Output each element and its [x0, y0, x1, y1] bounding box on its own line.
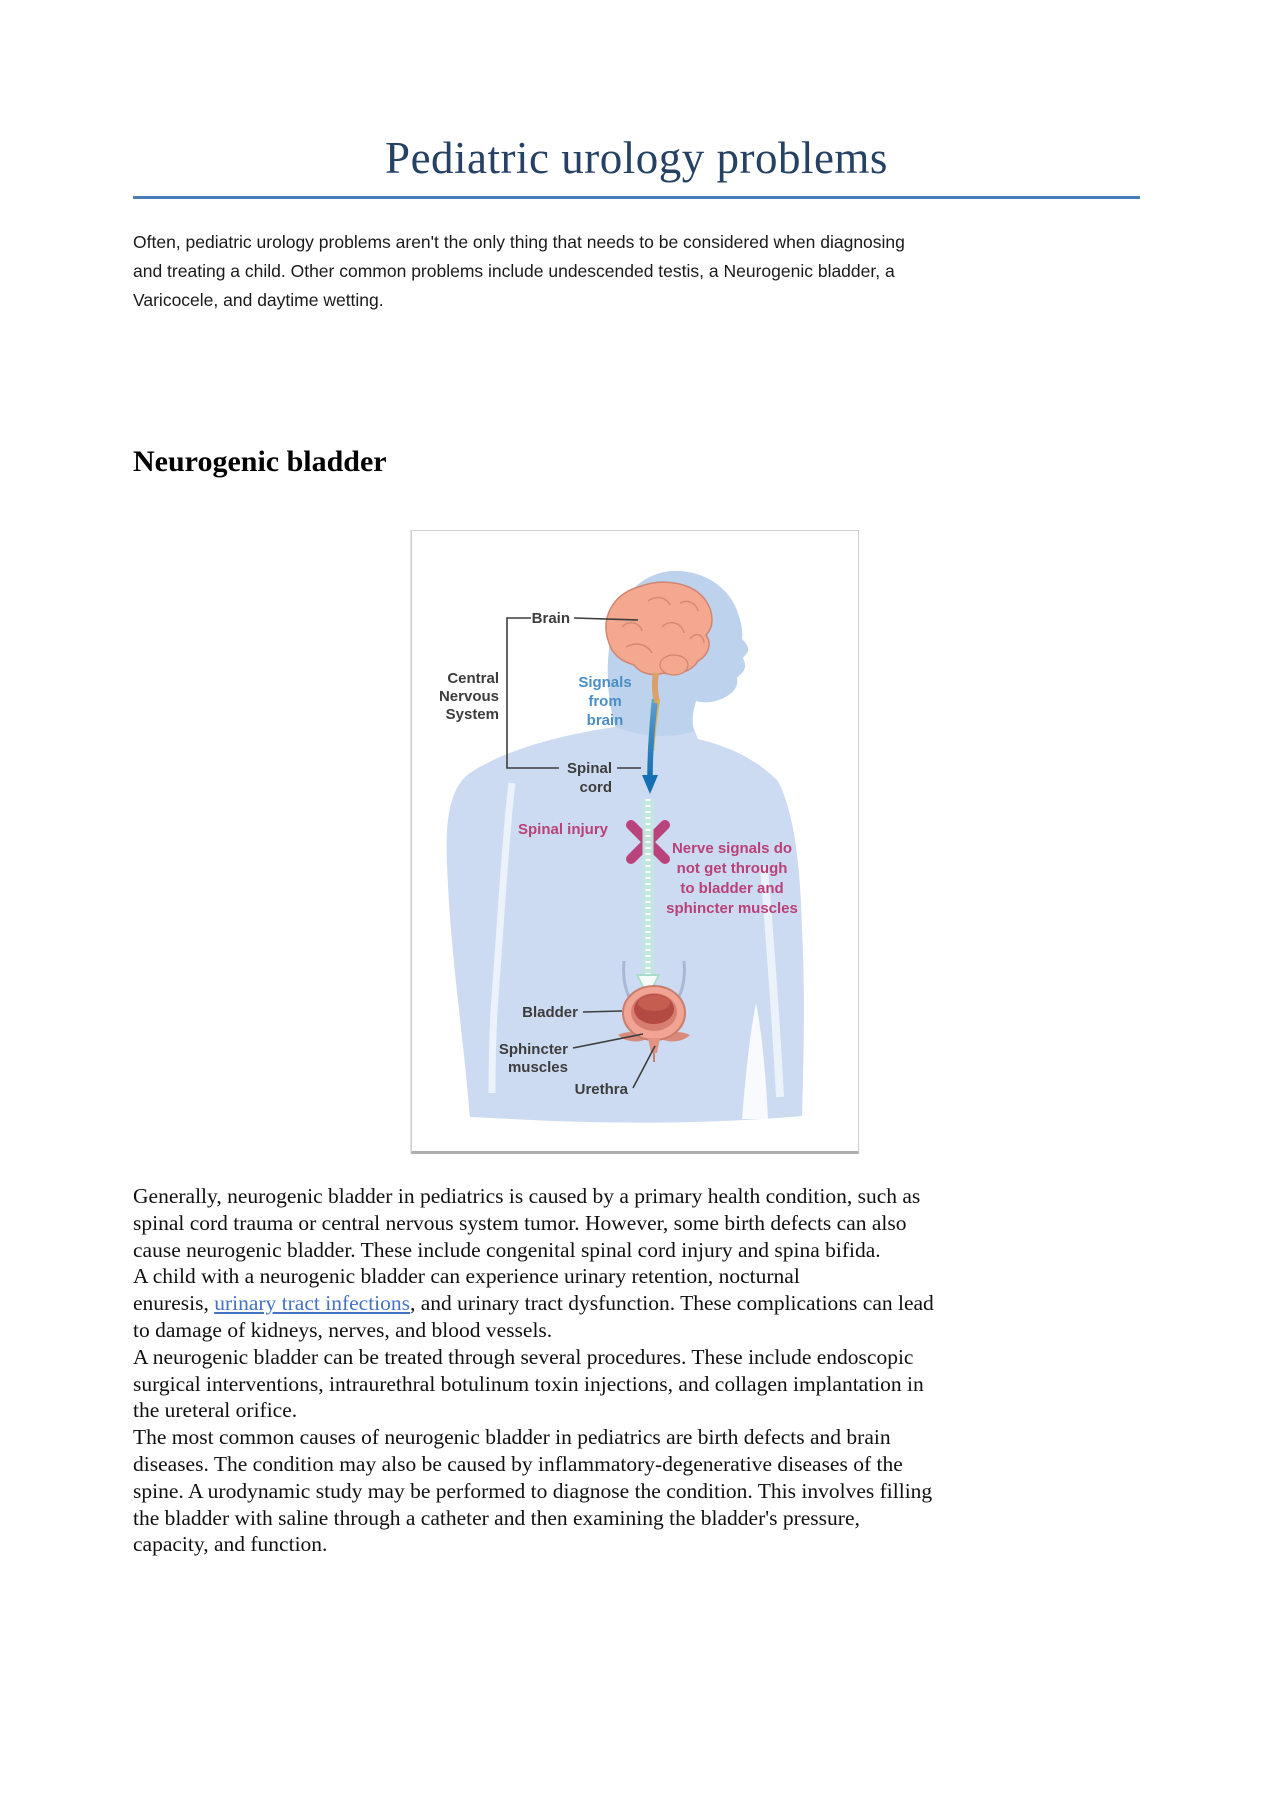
- figure-label-sphincter-2: muscles: [508, 1059, 568, 1076]
- body-text: Generally, neurogenic bladder in pediatr…: [133, 1183, 1173, 1558]
- left-arm-seam: [488, 782, 516, 1094]
- figure-label-cns-2: Nervous: [439, 688, 499, 705]
- figure-label-nerve-3: to bladder and: [680, 880, 783, 897]
- figure-label-signals-2: from: [588, 693, 621, 710]
- cns-bracket: [506, 617, 656, 1089]
- signal-arrow: [642, 702, 658, 794]
- figure-label-cns-1: Central: [447, 670, 499, 687]
- paragraph-4: The most common causes of neurogenic bla…: [133, 1425, 933, 1557]
- figure-label-spinal-cord-1: Spinal: [567, 760, 612, 777]
- body-silhouette: [446, 677, 804, 1123]
- figure-label-nerve-4: sphincter muscles: [666, 900, 798, 917]
- figure-label-nerve-1: Nerve signals do: [672, 840, 792, 857]
- figure-label-signals-1: Signals: [578, 674, 631, 691]
- paragraph-2-after: , and urinary tract dysfunction. These c…: [133, 1291, 934, 1342]
- paragraph-3: A neurogenic bladder can be treated thro…: [133, 1344, 924, 1423]
- figure-label-spinal-cord-2: cord: [579, 779, 612, 796]
- uti-link[interactable]: urinary tract infections: [214, 1291, 411, 1316]
- figure-label-bladder: Bladder: [522, 1004, 578, 1021]
- paragraph-1: Generally, neurogenic bladder in pediatr…: [133, 1184, 921, 1262]
- figure-label-urethra: Urethra: [575, 1081, 629, 1098]
- figure-label-spinal-injury: Spinal injury: [518, 821, 609, 838]
- right-arm-seam: [760, 866, 784, 1098]
- bladder-illustration: [618, 960, 690, 1062]
- leg-gap: [742, 1003, 768, 1119]
- figure-label-sphincter-1: Sphincter: [499, 1041, 568, 1058]
- figure-label-cns-3: System: [446, 706, 499, 723]
- page-title: Pediatric urology problems: [385, 133, 888, 183]
- figure-label-signals-3: brain: [587, 712, 624, 729]
- paragraph-2: A child with a neurogenic bladder can ex…: [133, 1263, 1173, 1343]
- brain-illustration: [605, 581, 713, 704]
- section-heading: Neurogenic bladder: [133, 445, 387, 478]
- figure-label-brain: Brain: [532, 610, 570, 627]
- paragraph-2-before: A child with a neurogenic bladder can ex…: [133, 1264, 800, 1316]
- figure-neurogenic-bladder[interactable]: Brain Central Nervous System Signals fro…: [411, 530, 859, 1154]
- title-block: Pediatric urology problems: [133, 130, 1140, 199]
- intro-paragraph: Often, pediatric urology problems aren't…: [133, 232, 905, 310]
- neurogenic-bladder-diagram: Brain Central Nervous System Signals fro…: [439, 570, 804, 1123]
- figure-label-nerve-2: not get through: [677, 860, 788, 877]
